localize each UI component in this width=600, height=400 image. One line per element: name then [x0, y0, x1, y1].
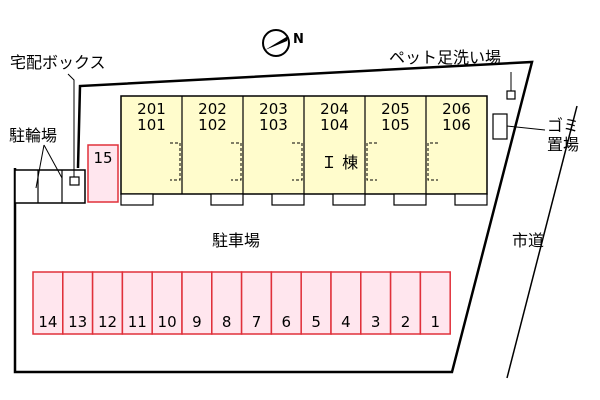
- parking-slot-15: [87, 144, 119, 203]
- parking-slot-13: [62, 271, 94, 335]
- unit-lower-number: 102: [198, 116, 227, 134]
- compass-north-label: N: [293, 32, 304, 47]
- bicycle-parking-label: 駐輪場: [9, 126, 58, 145]
- unit-upper-number: 201: [137, 100, 166, 118]
- unit-lower-number: 105: [381, 116, 410, 134]
- delivery-box-label: 宅配ボックス: [10, 53, 106, 72]
- parking-slot-14: [32, 271, 64, 335]
- parking-slot-1: [419, 271, 451, 335]
- road-line-left: [451, 61, 533, 373]
- parking-lot-label: 駐車場: [212, 231, 261, 250]
- garbage-label-line2: 置場: [547, 135, 580, 154]
- bicycle-parking-area: [14, 169, 86, 204]
- garbage-label-line1: ゴミ: [547, 116, 580, 135]
- road-line-right: [506, 105, 578, 379]
- building-i: [120, 95, 488, 206]
- delivery-box-icon: [69, 176, 80, 186]
- unit-lower-number: 101: [137, 116, 166, 134]
- unit-upper-number: 203: [259, 100, 288, 118]
- city-road-label: 市道: [512, 231, 545, 250]
- parking-slot-row: [32, 271, 451, 335]
- parking-slot-5: [300, 271, 332, 335]
- parking-slot-15-label: 15: [93, 149, 113, 167]
- unit-upper-number: 206: [442, 100, 471, 118]
- parking-slot-label-6: 6: [281, 313, 292, 331]
- unit-lower-number: 104: [320, 116, 349, 134]
- parking-slot-label-12: 12: [97, 313, 118, 331]
- unit-lower-number: 103: [259, 116, 288, 134]
- parking-slot-label-5: 5: [311, 313, 321, 331]
- parking-slot-label-4: 4: [341, 313, 351, 331]
- parking-slot-8: [211, 271, 243, 335]
- parking-slot-7: [240, 271, 273, 335]
- parking-slot-label-2: 2: [400, 313, 411, 331]
- parking-slot-label-7: 7: [251, 313, 262, 331]
- building-label: Ｉ 棟: [321, 153, 359, 172]
- compass-icon: [262, 29, 290, 57]
- parking-slot-label-13: 13: [68, 313, 88, 331]
- garbage-area-icon: [492, 113, 508, 140]
- parking-slot-4: [330, 271, 362, 335]
- unit-lower-number: 106: [442, 116, 471, 134]
- parking-slot-label-11: 11: [127, 313, 147, 331]
- parking-slot-label-8: 8: [221, 313, 232, 331]
- parking-slot-2: [389, 271, 422, 335]
- parking-slot-label-14: 14: [38, 313, 58, 331]
- pet-wash-label: ペット足洗い場: [389, 48, 502, 67]
- unit-upper-number: 202: [198, 100, 227, 118]
- unit-upper-number: 204: [320, 100, 349, 118]
- pet-wash-icon: [506, 90, 516, 100]
- parking-slot-label-9: 9: [192, 313, 202, 331]
- parking-slot-label-1: 1: [430, 313, 441, 331]
- unit-upper-number: 205: [381, 100, 410, 118]
- parking-slot-label-10: 10: [157, 313, 177, 331]
- parking-slot-label-3: 3: [370, 313, 381, 331]
